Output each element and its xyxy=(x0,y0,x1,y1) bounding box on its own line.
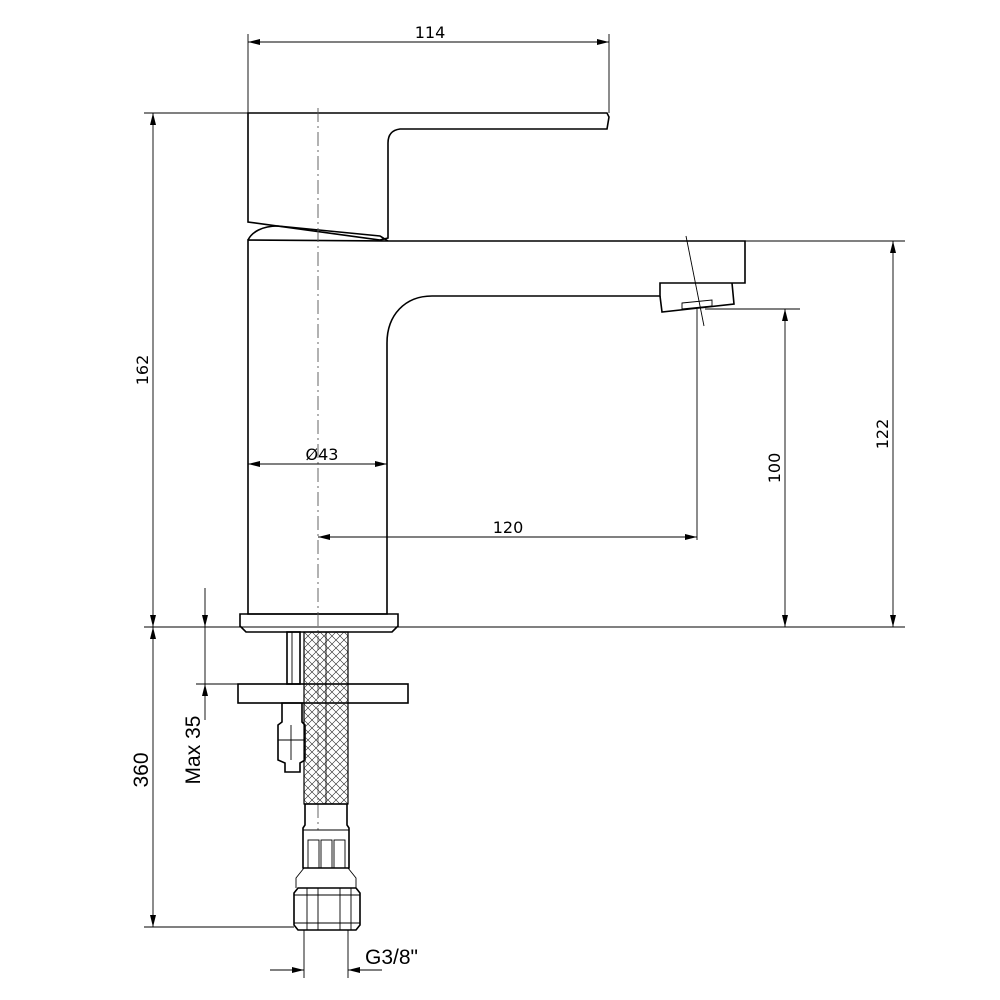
aerator-slot xyxy=(681,299,713,310)
label-spout-clearance: 100 xyxy=(765,453,784,484)
faucet-outline xyxy=(239,112,746,633)
reference-lines xyxy=(144,34,905,978)
dimension-labels: 114 162 Ø43 120 100 122 360 Max 35 G3/8" xyxy=(130,23,892,969)
aerator xyxy=(659,282,735,313)
fixing-nut xyxy=(277,702,306,773)
label-connection-thread: G3/8" xyxy=(365,946,418,969)
label-hose-length: 360 xyxy=(130,752,153,787)
label-total-height: 162 xyxy=(133,355,152,386)
label-body-diameter: Ø43 xyxy=(306,445,339,464)
dimension-lines xyxy=(150,39,896,973)
base-flange xyxy=(239,613,399,633)
cartridge-cap xyxy=(247,225,389,242)
spout-body xyxy=(247,239,746,615)
label-max-deck-thickness: Max 35 xyxy=(182,716,205,785)
label-spout-reach: 120 xyxy=(493,518,524,537)
aerator-axis xyxy=(685,235,705,327)
hose-ferrule xyxy=(302,803,350,869)
installation-kit xyxy=(237,631,409,931)
hose-hex-nut xyxy=(293,887,361,931)
label-spout-height: 122 xyxy=(873,419,892,450)
handle-lever xyxy=(247,112,610,241)
label-handle-length: 114 xyxy=(415,23,446,42)
fixing-stud xyxy=(286,631,301,685)
